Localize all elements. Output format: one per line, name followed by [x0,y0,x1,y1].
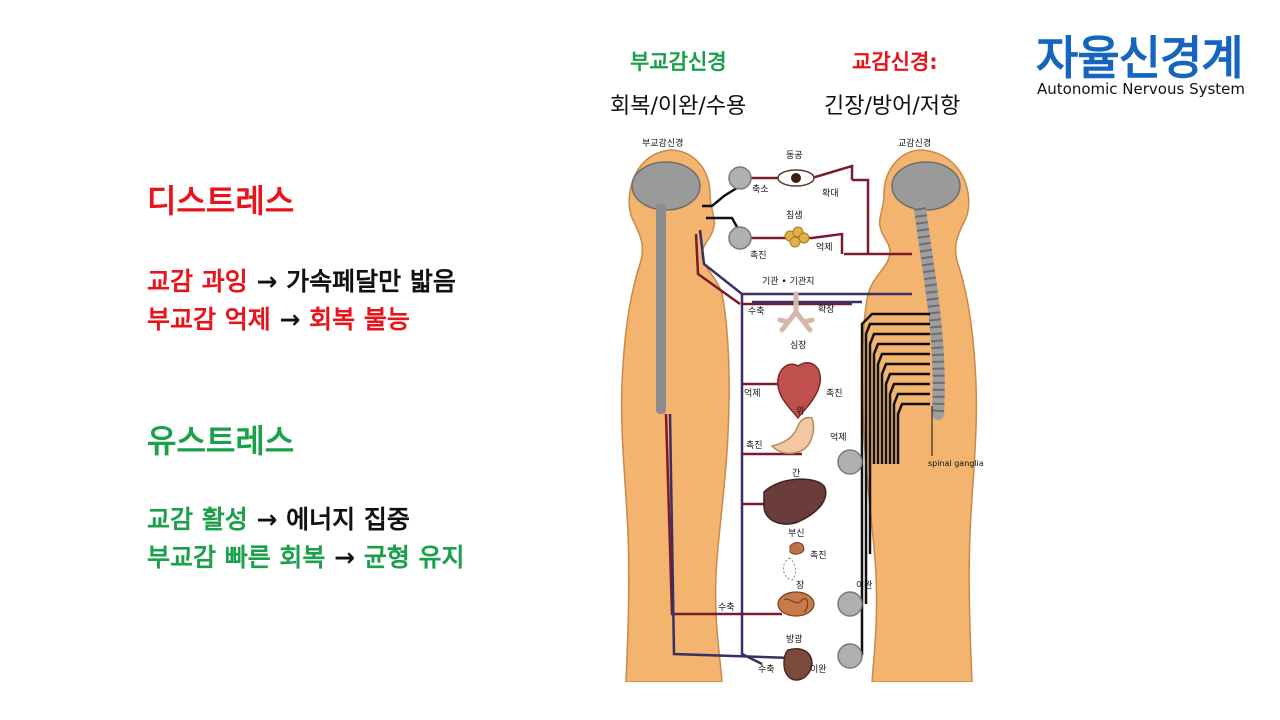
stomach-icon [770,416,815,455]
intestine-icon [777,591,815,617]
label-intestine-relax: 이완 [856,580,873,591]
bladder-icon [783,648,813,681]
eustress-line-1: 교감 활성 → 에너지 집중 [147,500,410,536]
ganglion-pupil [728,166,752,190]
label-heart-promote: 촉진 [826,388,843,399]
label-heart-inhibit: 억제 [744,387,761,399]
bronchi-icon [777,291,815,333]
adrenal-icon [789,542,805,555]
right-body-silhouette [861,149,978,682]
label-bladder-contract: 수축 [758,664,775,675]
sympathetic-traits: 긴장/방어/저항 [824,94,961,119]
kidney-icon [783,557,797,581]
eustress-line-1-cause: 교감 활성 [147,505,248,534]
label-intestine-contract: 수축 [718,602,735,613]
label-bronchi-contract: 수축 [748,306,765,317]
ganglion-pelvic [837,643,863,669]
label-liver: 간 [792,468,800,479]
label-intestine: 장 [796,580,804,591]
label-pupil: 동공 [786,150,803,161]
arrow-icon: → [279,305,301,334]
parasympathetic-heading: 부교감신경 [630,50,727,74]
label-stomach-inhibit: 억제 [830,431,847,443]
label-right-sympathetic: 교감신경 [898,137,931,149]
eustress-line-2-cause: 부교감 빠른 회복 [147,543,326,572]
label-adrenal-promote: 촉진 [810,550,827,561]
main-subtitle: Autonomic Nervous System [1037,80,1246,98]
distress-line-2: 부교감 억제 → 회복 불능 [147,300,410,336]
label-bladder: 방광 [786,633,803,645]
label-stomach-promote: 촉진 [746,440,763,451]
label-salivary-promote: 촉진 [750,250,767,261]
autonomic-nervous-system-diagram: 부교감신경 교감신경 동공 축소 확대 침샘 촉진 억제 기관 • 기관지 수축… [620,137,984,682]
distress-heading: 디스트레스 [147,182,295,220]
ganglion-celiac [837,449,863,475]
heart-icon [777,361,821,420]
parasympathetic-traits: 회복/이완/수용 [610,94,747,119]
distress-line-2-result: 회복 불능 [309,305,410,334]
label-pupil-dilate: 확대 [822,187,839,199]
main-title: 자율신경계 [1036,31,1244,85]
arrow-icon: → [256,505,278,534]
label-bronchi-expand: 확장 [818,303,835,315]
distress-line-1-result: 가속페달만 밟음 [286,267,456,296]
label-bladder-relax: 이완 [810,664,827,675]
eustress-heading: 유스트레스 [147,422,295,460]
arrow-icon: → [256,267,278,296]
label-salivary: 침샘 [786,210,803,221]
label-salivary-inhibit: 억제 [816,241,833,253]
label-adrenal: 부신 [788,528,805,539]
arrow-icon: → [334,543,356,572]
distress-line-1-cause: 교감 과잉 [147,267,248,296]
left-brain [631,161,701,211]
distress-line-1: 교감 과잉 → 가속페달만 밟음 [147,262,456,298]
liver-icon [763,478,827,525]
left-spine [656,204,666,414]
label-pupil-constrict: 축소 [752,184,769,195]
ganglia [728,166,863,669]
distress-line-2-cause: 부교감 억제 [147,305,271,334]
eustress-line-2-result: 균형 유지 [363,543,465,572]
label-heart: 심장 [790,340,807,351]
sympathetic-heading: 교감신경: [852,50,938,74]
ganglion-mesenteric [837,591,863,617]
right-brain [891,161,961,211]
ganglion-salivary [728,226,752,250]
label-spinal-ganglia: spinal ganglia [928,459,984,468]
left-body-silhouette [620,149,730,682]
eustress-line-1-result: 에너지 집중 [286,505,410,534]
eustress-line-2: 부교감 빠른 회복 → 균형 유지 [147,538,465,574]
label-bronchi: 기관 • 기관지 [762,276,814,287]
label-stomach: 위 [796,406,804,417]
label-left-parasympathetic: 부교감신경 [642,137,683,149]
salivary-gland-icon [784,226,810,248]
